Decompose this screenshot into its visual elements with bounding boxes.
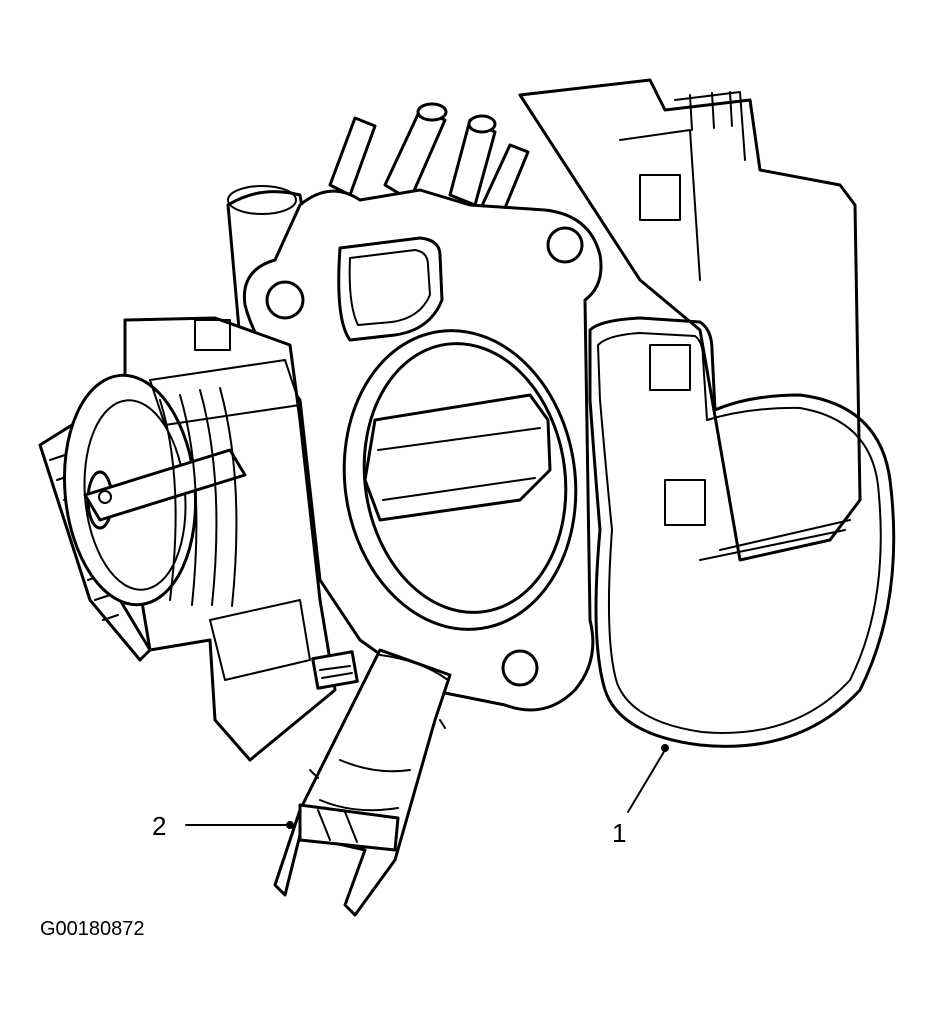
callout-label-2: 2	[152, 811, 166, 841]
callout-leader-1	[627, 744, 669, 813]
coolant-hose	[273, 648, 452, 917]
vacuum-nipples	[328, 102, 530, 222]
throttle-lever-assembly	[38, 316, 359, 762]
throttle-body-flange	[242, 188, 603, 712]
callout-label-1: 1	[612, 818, 626, 848]
gasket	[588, 316, 896, 748]
figure-id: G00180872	[40, 918, 145, 940]
callout-leader-2	[185, 821, 294, 829]
